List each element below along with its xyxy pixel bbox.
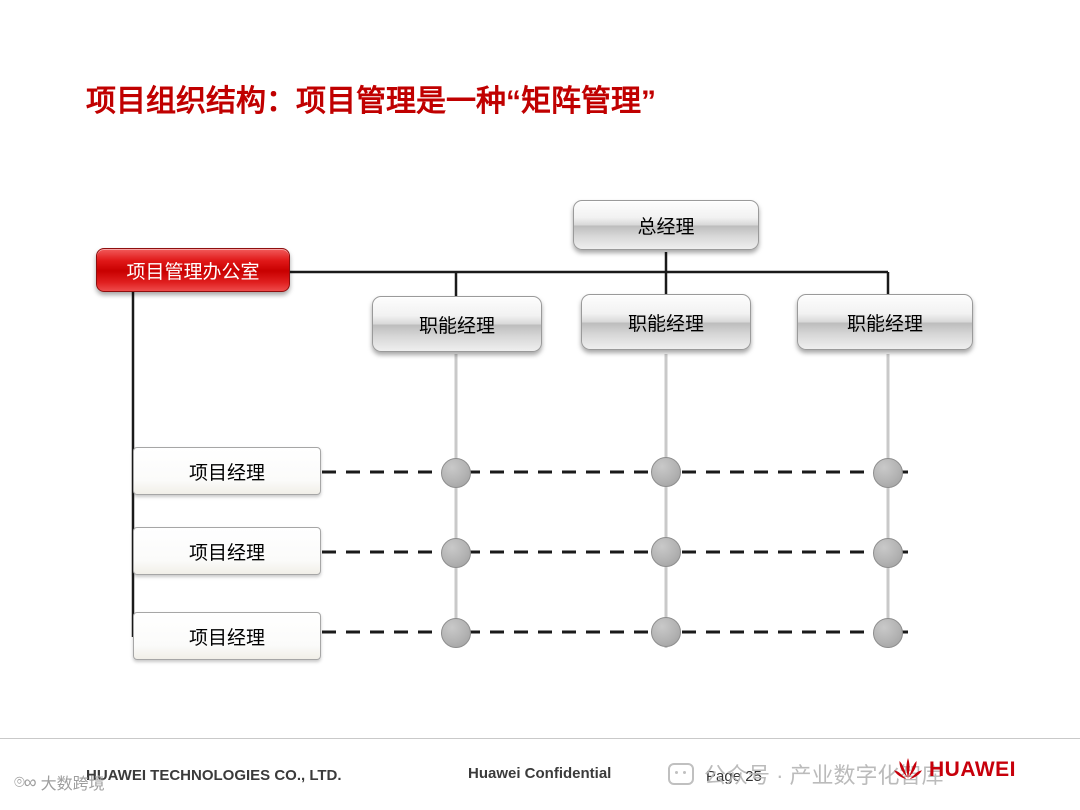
node-functional-manager-2-label: 职能经理 <box>627 313 704 335</box>
node-functional-manager-1[interactable]: 职能经理 <box>372 296 542 352</box>
wechat-watermark-text: 公众号 · 产业数字化智库 <box>704 763 944 788</box>
huawei-flower-icon <box>894 758 922 780</box>
node-general-manager-label: 总经理 <box>637 216 695 238</box>
node-general-manager[interactable]: 总经理 <box>573 200 759 250</box>
matrix-node-r2c1 <box>441 538 471 568</box>
node-functional-manager-1-label: 职能经理 <box>418 315 495 337</box>
matrix-node-r3c3 <box>873 618 903 648</box>
corner-watermark-icon: ⌾∞ <box>14 771 37 792</box>
node-functional-manager-3-label: 职能经理 <box>846 313 923 335</box>
node-project-manager-3[interactable]: 项目经理 <box>133 612 321 660</box>
footer-page-number: Page 25 <box>706 768 762 785</box>
footer-confidential: Huawei Confidential <box>468 765 612 782</box>
node-pmo-label: 项目管理办公室 <box>126 261 260 283</box>
node-functional-manager-2[interactable]: 职能经理 <box>581 294 751 350</box>
corner-watermark-text: 大数跨境 <box>40 776 105 793</box>
matrix-node-r1c2 <box>651 457 681 487</box>
footer-divider <box>0 738 1080 739</box>
huawei-logo: HUAWEI <box>893 757 1016 783</box>
node-project-manager-1-label: 项目经理 <box>188 462 265 484</box>
page-title: 项目组织结构：项目管理是一种“矩阵管理” <box>86 85 656 118</box>
matrix-node-r1c1 <box>441 458 471 488</box>
huawei-wordmark: HUAWEI <box>929 758 1016 781</box>
matrix-node-r3c2 <box>651 617 681 647</box>
node-project-manager-3-label: 项目经理 <box>188 627 265 649</box>
matrix-node-r2c3 <box>873 538 903 568</box>
node-pmo[interactable]: 项目管理办公室 <box>96 248 290 292</box>
matrix-node-r3c1 <box>441 618 471 648</box>
matrix-node-r1c3 <box>873 458 903 488</box>
matrix-node-r2c2 <box>651 537 681 567</box>
node-project-manager-1[interactable]: 项目经理 <box>133 447 321 495</box>
footer-company: HUAWEI TECHNOLOGIES CO., LTD. <box>86 767 342 784</box>
wechat-watermark: 公众号 · 产业数字化智库 <box>668 758 944 790</box>
node-project-manager-2-label: 项目经理 <box>188 542 265 564</box>
wechat-icon <box>668 763 694 785</box>
node-functional-manager-3[interactable]: 职能经理 <box>797 294 973 350</box>
corner-watermark: ⌾∞ 大数跨境 <box>14 770 105 794</box>
node-project-manager-2[interactable]: 项目经理 <box>133 527 321 575</box>
